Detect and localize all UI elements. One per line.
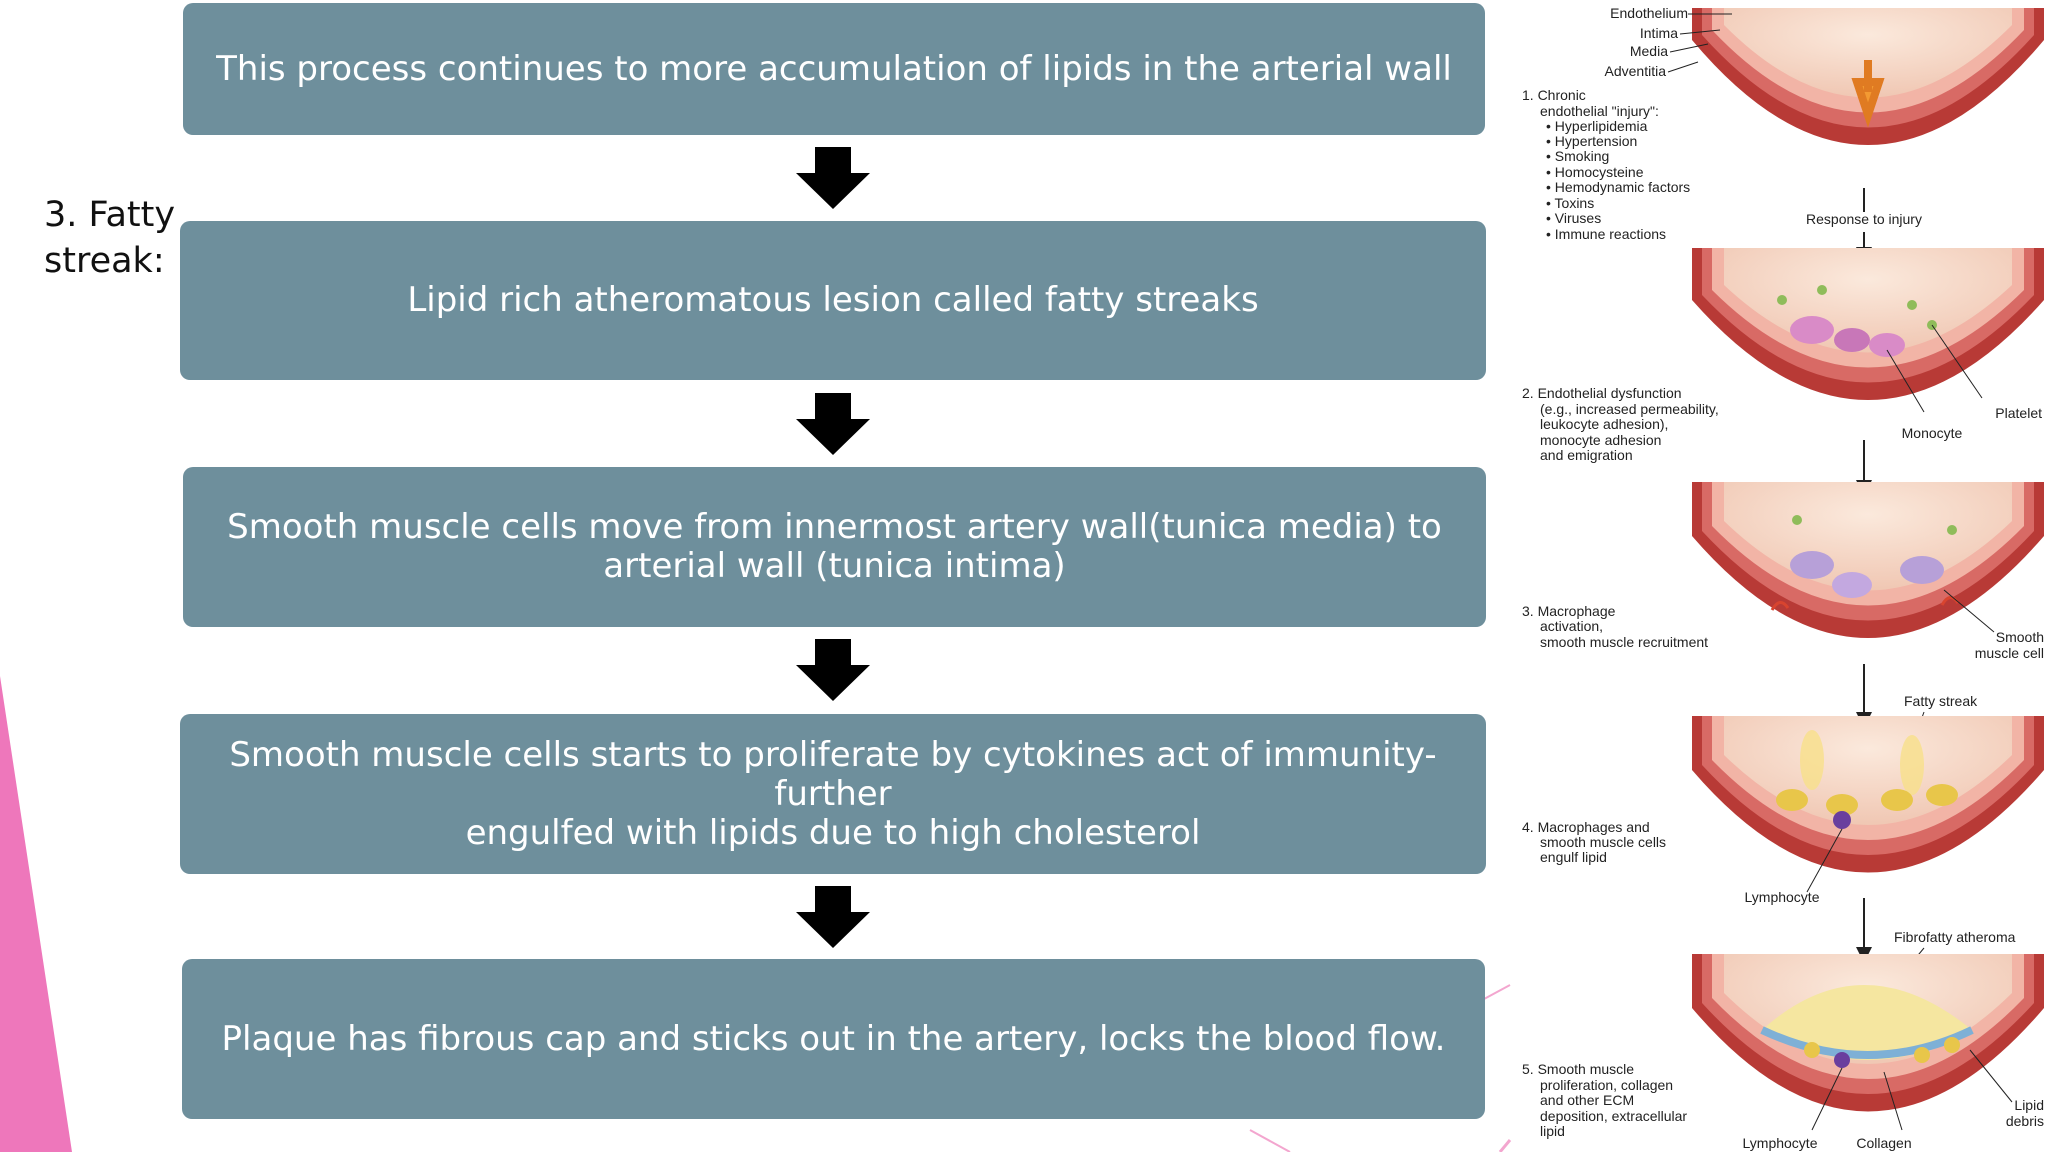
- section-label-line-1: 3. Fatty: [44, 195, 176, 235]
- stage-2-line-5: and emigration: [1540, 447, 1633, 463]
- stage-4-line-1: 4. Macrophages and: [1522, 819, 1650, 835]
- down-arrow-2: [796, 393, 870, 455]
- arrow-3-shape: [796, 639, 870, 701]
- stage-1-cause-4: • Homocysteine: [1546, 164, 1644, 180]
- arrow-2-shape: [796, 393, 870, 455]
- stage-1-cause-7: • Viruses: [1546, 210, 1601, 226]
- flow-box-1: This process continues to more accumulat…: [183, 3, 1485, 135]
- stage-5-line-4: deposition, extracellular: [1540, 1108, 1687, 1124]
- flow-box-4: Smooth muscle cells starts to proliferat…: [180, 714, 1486, 874]
- stage-4-line-3: engulf lipid: [1540, 849, 1607, 865]
- label-fibrofatty-atheroma: Fibrofatty atheroma: [1894, 929, 2016, 945]
- label-fatty-streak: Fatty streak: [1904, 693, 1978, 709]
- flow-box-3-text-line-1: Smooth muscle cells move from innermost …: [227, 507, 1442, 547]
- flow-box-5-text: Plaque has fibrous cap and sticks out in…: [221, 1018, 1446, 1059]
- label-smooth-muscle-cell-line-2: muscle cell: [1975, 645, 2044, 661]
- flow-box-3-text-line-2: arterial wall (tunica intima): [603, 546, 1066, 586]
- atherosclerosis-figure: Endothelium Intima Media Adventitia 1. C…: [1512, 0, 2048, 1152]
- label-lipid-debris-line-1: Lipid: [2014, 1097, 2044, 1113]
- stage-5-line-1: 5. Smooth muscle: [1522, 1061, 1634, 1077]
- stage-1-cause-5: • Hemodynamic factors: [1546, 179, 1690, 195]
- down-arrow-1: [796, 147, 870, 209]
- vessel-stage-5: [1692, 954, 2044, 1112]
- down-arrow-4: [796, 886, 870, 948]
- arrow-1-shape: [796, 147, 870, 209]
- vessel-stage-2: [1692, 248, 2044, 400]
- stage-3-line-1: 3. Macrophage: [1522, 603, 1616, 619]
- label-lipid-debris-line-2: debris: [2006, 1113, 2044, 1129]
- flow-box-4-text-line-1: Smooth muscle cells starts to proliferat…: [229, 734, 1437, 814]
- vessel-stage-3: [1692, 482, 2044, 638]
- stage-1-cause-3: • Smoking: [1546, 148, 1609, 164]
- vessel-stage-1: [1692, 8, 2044, 145]
- label-platelet: Platelet: [1995, 405, 2042, 421]
- label-monocyte: Monocyte: [1902, 425, 1963, 441]
- stage-3-line-2: activation,: [1540, 618, 1603, 634]
- stage-1-cause-1: • Hyperlipidemia: [1546, 118, 1648, 134]
- stage-2-line-4: monocyte adhesion: [1540, 432, 1661, 448]
- section-label-line-2: streak:: [44, 241, 165, 281]
- stage-2-line-2: (e.g., increased permeability,: [1540, 401, 1719, 417]
- section-label: 3. Fatty streak:: [44, 192, 194, 284]
- label-intima: Intima: [1640, 25, 1678, 41]
- stage-1-cause-2: • Hypertension: [1546, 133, 1637, 149]
- stage-3-line-3: smooth muscle recruitment: [1540, 634, 1708, 650]
- stage-1-cause-6: • Toxins: [1546, 195, 1594, 211]
- stage-4-line-2: smooth muscle cells: [1540, 834, 1666, 850]
- label-collagen: Collagen: [1856, 1135, 1911, 1151]
- flow-box-1-text: This process continues to more accumulat…: [216, 48, 1452, 89]
- down-arrow-3: [796, 639, 870, 701]
- stage-1-cause-8: • Immune reactions: [1546, 226, 1666, 242]
- flow-box-2-text: Lipid rich atheromatous lesion called fa…: [407, 280, 1259, 320]
- stage-5-line-2: proliferation, collagen: [1540, 1077, 1673, 1093]
- flow-box-4-text-line-2: engulfed with lipids due to high cholest…: [465, 812, 1201, 853]
- arrow-4-shape: [796, 886, 870, 948]
- flow-box-5: Plaque has fibrous cap and sticks out in…: [182, 959, 1485, 1119]
- label-media: Media: [1630, 43, 1668, 59]
- stage-2-line-1: 2. Endothelial dysfunction: [1522, 385, 1682, 401]
- label-lymphocyte-1: Lymphocyte: [1745, 889, 1820, 905]
- stage-1-heading-line-2: endothelial "injury":: [1540, 103, 1659, 119]
- stage-5-line-5: lipid: [1540, 1123, 1565, 1139]
- label-adventitia: Adventitia: [1605, 63, 1667, 79]
- vessel-stage-4: [1692, 716, 2044, 873]
- label-smooth-muscle-cell-line-1: Smooth: [1996, 629, 2044, 645]
- stage-2-line-3: leukocyte adhesion),: [1540, 416, 1668, 432]
- label-lymphocyte-2: Lymphocyte: [1743, 1135, 1818, 1151]
- flow-box-3: Smooth muscle cells move from innermost …: [183, 467, 1486, 627]
- stage-1-heading-line-1: 1. Chronic: [1522, 87, 1586, 103]
- flow-box-2: Lipid rich atheromatous lesion called fa…: [180, 221, 1486, 380]
- label-endothelium: Endothelium: [1610, 5, 1688, 21]
- stage-5-line-3: and other ECM: [1540, 1092, 1634, 1108]
- label-response-to-injury: Response to injury: [1806, 211, 1922, 227]
